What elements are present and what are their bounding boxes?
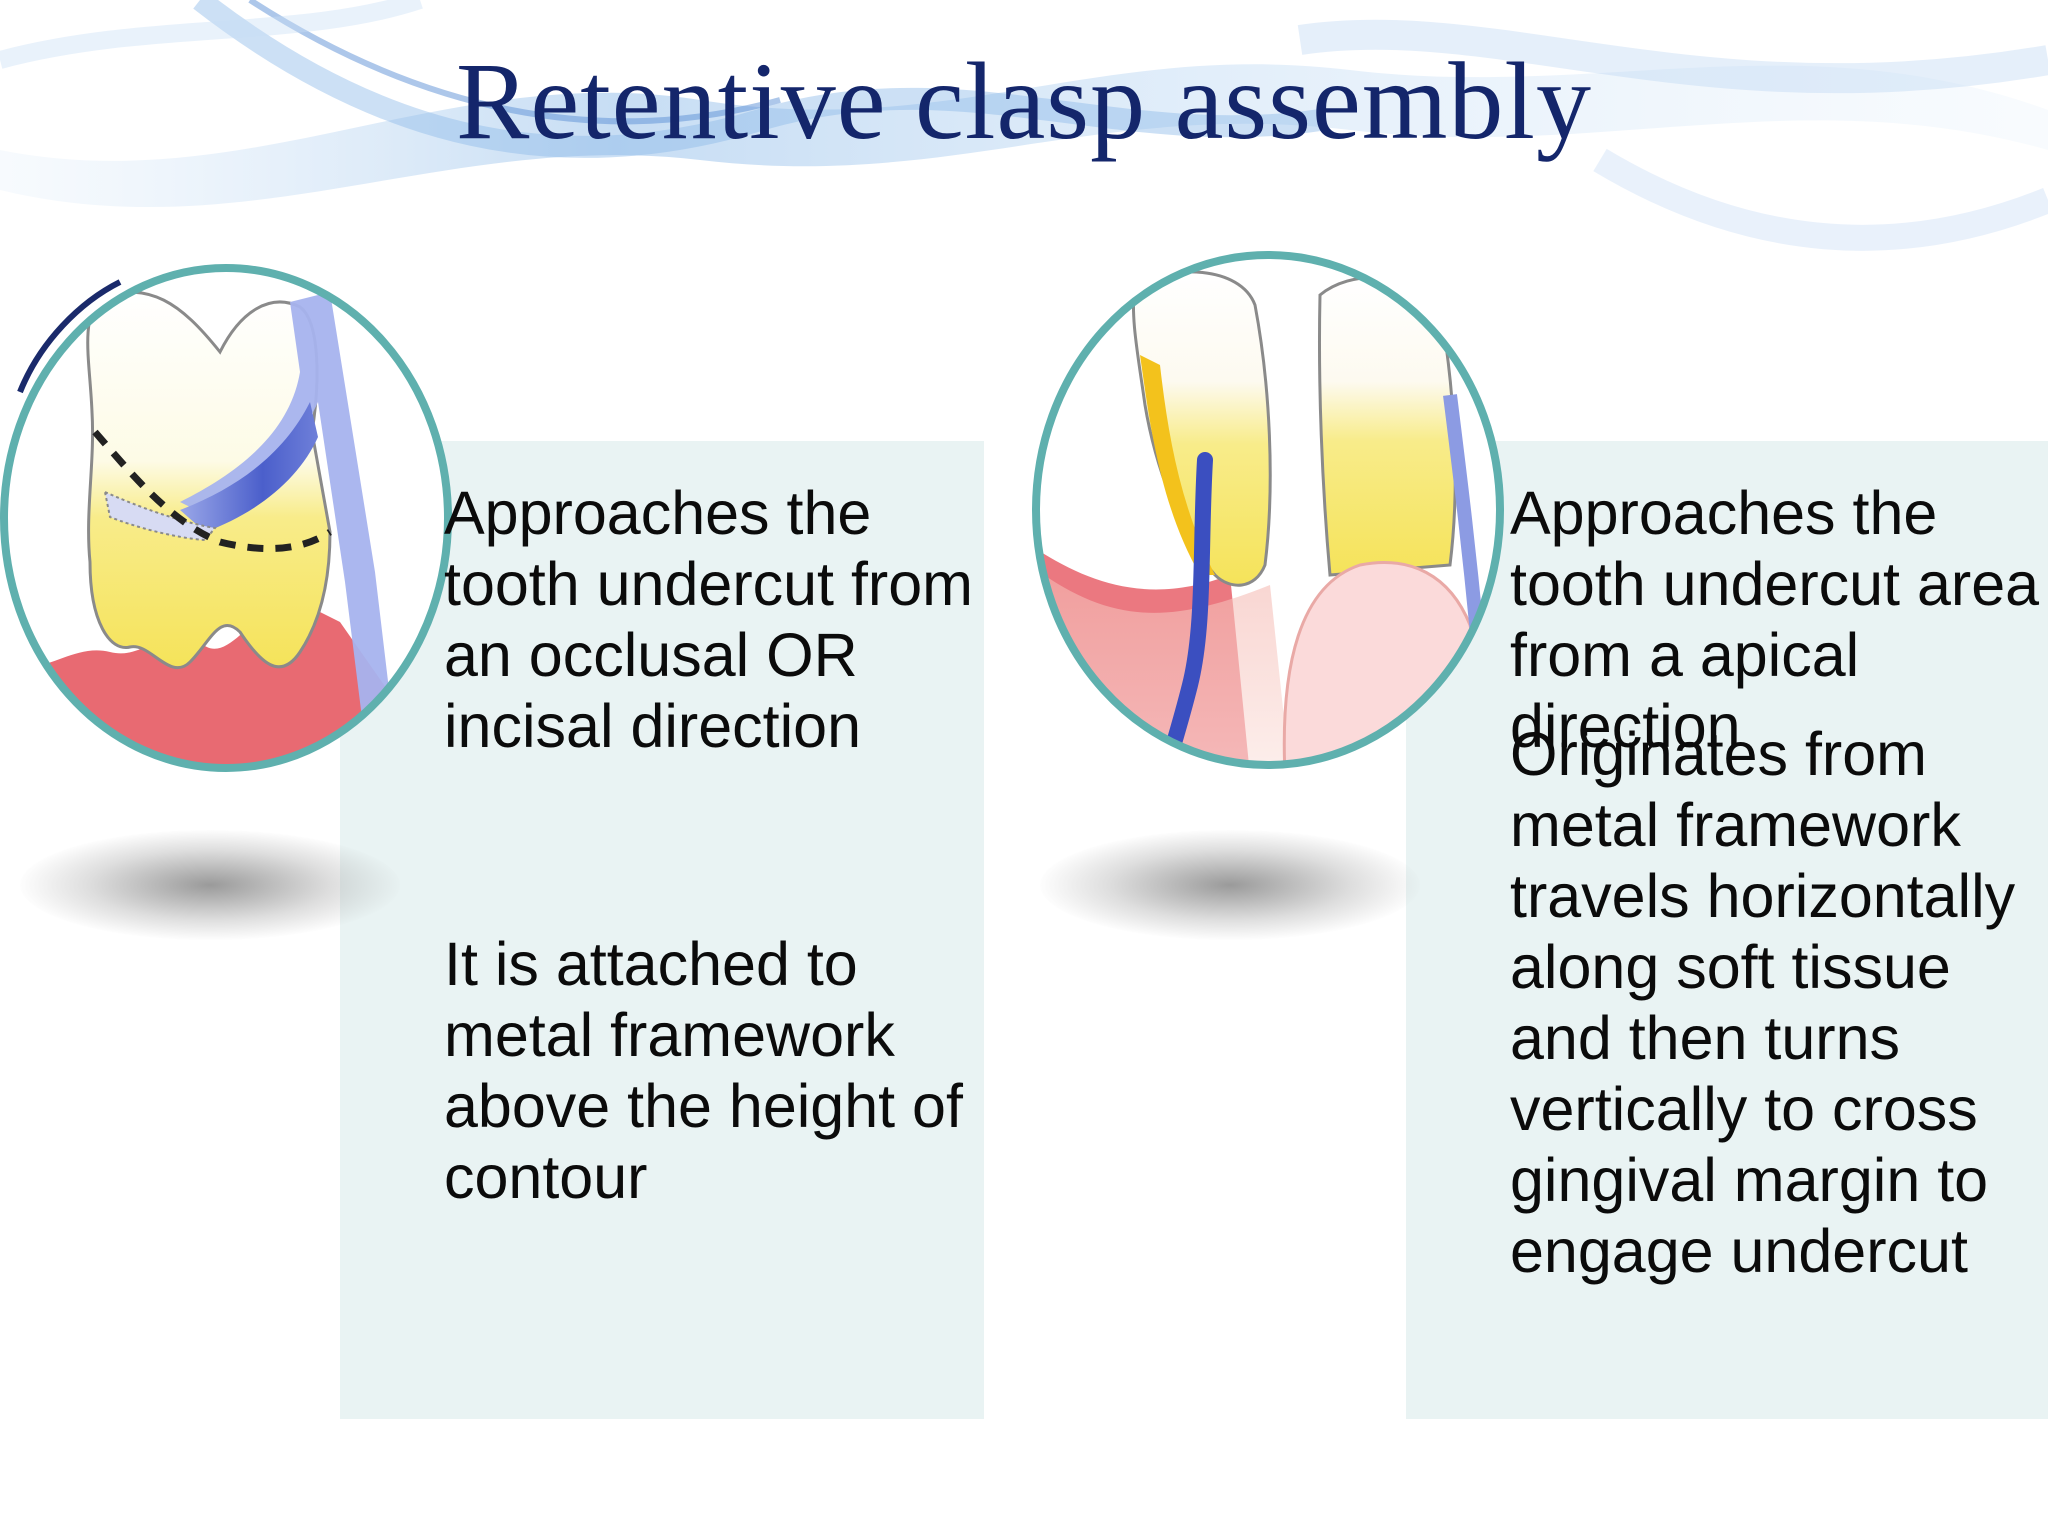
right-text-panel bbox=[1406, 441, 2048, 1419]
left-illustration-shadow bbox=[20, 830, 400, 940]
decorative-swoosh-background bbox=[0, 0, 2048, 251]
right-approach-description: Approaches the tooth undercut area from … bbox=[1510, 479, 2040, 760]
left-approach-description: Approaches the tooth undercut from an oc… bbox=[444, 479, 973, 760]
slide-title: Retentive clasp assembly bbox=[456, 40, 1592, 162]
right-origin-description: Originates from metal framework travels … bbox=[1510, 720, 2016, 1285]
occlusal-approach-clasp-icon bbox=[0, 264, 452, 772]
gingival-approach-clasp-icon bbox=[1032, 251, 1504, 769]
left-attachment-description: It is attached to metal framework above … bbox=[444, 930, 963, 1211]
right-illustration-shadow bbox=[1040, 830, 1420, 940]
left-text-panel bbox=[340, 441, 984, 1419]
